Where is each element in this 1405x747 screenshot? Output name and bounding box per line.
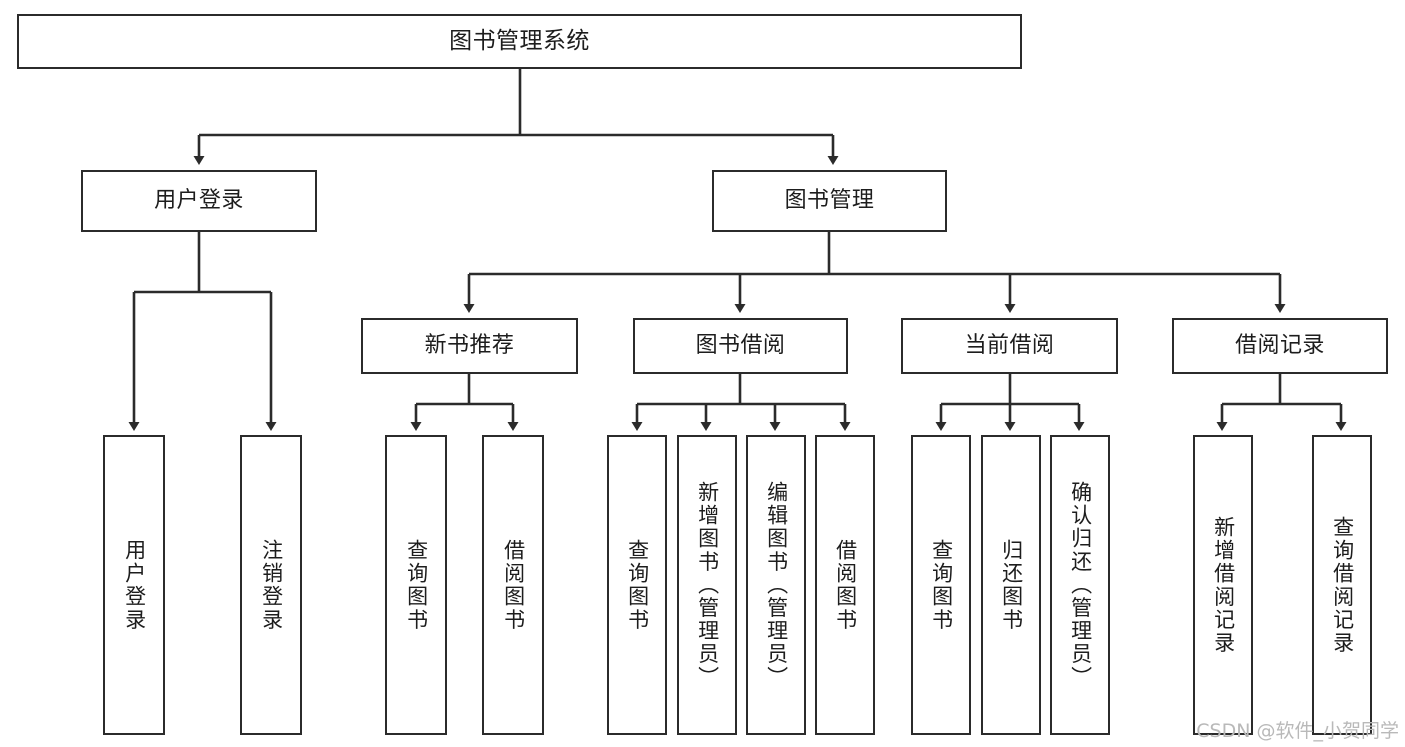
leaf-user-login-signout-label: 注销登录 bbox=[259, 538, 284, 632]
leaf-current-borrow-confirm-label: 确认归还（管理员） bbox=[1068, 481, 1093, 689]
leaf-book-borrow-lend[interactable]: 借阅图书 bbox=[815, 435, 875, 735]
node-borrow-record-label: 借阅记录 bbox=[1235, 333, 1325, 359]
node-book-management[interactable]: 图书管理 bbox=[712, 170, 947, 232]
leaf-new-book-query-label: 查询图书 bbox=[404, 538, 429, 632]
node-new-book-recommend-label: 新书推荐 bbox=[424, 333, 515, 359]
node-book-borrow[interactable]: 图书借阅 bbox=[633, 318, 848, 374]
node-user-login-label: 用户登录 bbox=[154, 188, 244, 214]
node-current-borrow[interactable]: 当前借阅 bbox=[901, 318, 1118, 374]
node-book-borrow-label: 图书借阅 bbox=[695, 333, 786, 359]
leaf-book-borrow-lend-label: 借阅图书 bbox=[833, 538, 858, 632]
leaf-book-borrow-query[interactable]: 查询图书 bbox=[607, 435, 667, 735]
node-root-label: 图书管理系统 bbox=[449, 27, 590, 54]
leaf-user-login-signin[interactable]: 用户登录 bbox=[103, 435, 165, 735]
leaf-book-borrow-add[interactable]: 新增图书（管理员） bbox=[677, 435, 737, 735]
node-root[interactable]: 图书管理系统 bbox=[17, 14, 1022, 69]
node-new-book-recommend[interactable]: 新书推荐 bbox=[361, 318, 578, 374]
node-borrow-record[interactable]: 借阅记录 bbox=[1172, 318, 1388, 374]
leaf-borrow-record-add-label: 新增借阅记录 bbox=[1211, 515, 1236, 655]
leaf-book-borrow-edit[interactable]: 编辑图书（管理员） bbox=[746, 435, 806, 735]
leaf-user-login-signin-label: 用户登录 bbox=[122, 538, 147, 632]
node-user-login[interactable]: 用户登录 bbox=[81, 170, 317, 232]
node-book-management-label: 图书管理 bbox=[784, 188, 875, 214]
leaf-borrow-record-query-label: 查询借阅记录 bbox=[1330, 515, 1355, 655]
leaf-user-login-signout[interactable]: 注销登录 bbox=[240, 435, 302, 735]
leaf-book-borrow-query-label: 查询图书 bbox=[625, 538, 650, 632]
leaf-borrow-record-query[interactable]: 查询借阅记录 bbox=[1312, 435, 1372, 735]
leaf-new-book-borrow[interactable]: 借阅图书 bbox=[482, 435, 544, 735]
leaf-current-borrow-confirm[interactable]: 确认归还（管理员） bbox=[1050, 435, 1110, 735]
leaf-current-borrow-return[interactable]: 归还图书 bbox=[981, 435, 1041, 735]
leaf-book-borrow-add-label: 新增图书（管理员） bbox=[695, 481, 720, 689]
leaf-current-borrow-query-label: 查询图书 bbox=[929, 538, 954, 632]
leaf-current-borrow-return-label: 归还图书 bbox=[999, 538, 1024, 632]
leaf-book-borrow-edit-label: 编辑图书（管理员） bbox=[764, 481, 789, 689]
leaf-current-borrow-query[interactable]: 查询图书 bbox=[911, 435, 971, 735]
leaf-new-book-borrow-label: 借阅图书 bbox=[501, 538, 526, 632]
leaf-new-book-query[interactable]: 查询图书 bbox=[385, 435, 447, 735]
watermark: CSDN @软件_小贺同学 bbox=[1196, 720, 1399, 742]
node-current-borrow-label: 当前借阅 bbox=[964, 333, 1055, 359]
leaf-borrow-record-add[interactable]: 新增借阅记录 bbox=[1193, 435, 1253, 735]
